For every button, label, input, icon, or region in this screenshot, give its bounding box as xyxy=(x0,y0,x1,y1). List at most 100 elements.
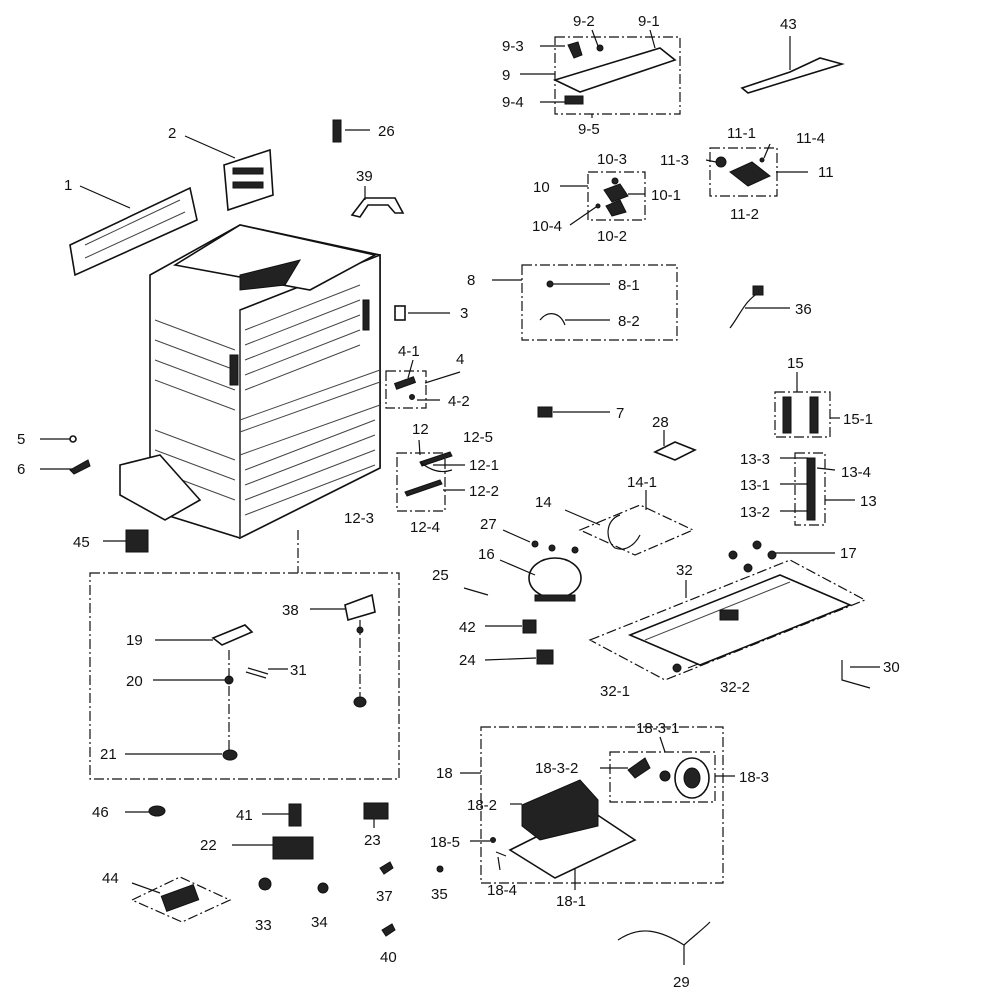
label-1: 1 xyxy=(64,177,72,194)
part-15-1 xyxy=(782,396,792,434)
label-4-1: 4-1 xyxy=(398,343,420,360)
label-18: 18 xyxy=(436,765,453,782)
label-15-1: 15-1 xyxy=(843,411,873,428)
label-25: 25 xyxy=(432,567,449,584)
label-19: 19 xyxy=(126,632,143,649)
label-9-5: 9-5 xyxy=(578,121,600,138)
part-34 xyxy=(317,882,329,894)
label-10-2: 10-2 xyxy=(597,228,627,245)
part-25 xyxy=(463,587,489,596)
label-38: 38 xyxy=(282,602,299,619)
part-4-2 xyxy=(409,394,415,400)
part-18 xyxy=(490,757,710,879)
label-4-2: 4-2 xyxy=(448,393,470,410)
label-11: 11 xyxy=(818,164,834,181)
label-28: 28 xyxy=(652,414,669,431)
label-10: 10 xyxy=(533,179,550,196)
label-13: 13 xyxy=(860,493,877,510)
label-37: 37 xyxy=(376,888,393,905)
label-29: 29 xyxy=(673,974,690,991)
part-30 xyxy=(841,660,871,689)
part-23 xyxy=(363,802,389,820)
part-10-3 xyxy=(611,177,619,185)
part-21 xyxy=(222,749,238,761)
panel-part-1 xyxy=(69,186,198,277)
part-35 xyxy=(436,865,444,873)
label-14: 14 xyxy=(535,494,552,511)
label-11-2: 11-2 xyxy=(730,206,759,223)
label-9-4: 9-4 xyxy=(502,94,524,111)
label-31: 31 xyxy=(290,662,307,679)
part-46 xyxy=(148,805,166,817)
part-18-5 xyxy=(490,837,496,843)
part-11-4 xyxy=(759,157,765,163)
label-14-1: 14-1 xyxy=(627,474,657,491)
label-17: 17 xyxy=(840,545,857,562)
label-20: 20 xyxy=(126,673,143,690)
part-9-3 xyxy=(567,41,583,59)
refrigerator-cabinet xyxy=(119,224,381,540)
label-3: 3 xyxy=(460,305,468,322)
label-12-5: 12-5 xyxy=(463,429,493,446)
part-18-4 xyxy=(495,851,507,857)
label-13-4: 13-4 xyxy=(841,464,871,481)
label-36: 36 xyxy=(795,301,812,318)
label-9: 9 xyxy=(502,67,510,84)
part-10-1 xyxy=(603,183,629,203)
label-10-4: 10-4 xyxy=(532,218,562,235)
part-26 xyxy=(332,119,342,143)
label-6: 6 xyxy=(17,461,25,478)
label-32: 32 xyxy=(676,562,693,579)
label-18-3: 18-3 xyxy=(739,769,769,786)
part-17 xyxy=(767,550,777,560)
part-41 xyxy=(288,803,302,827)
label-10-1: 10-1 xyxy=(651,187,681,204)
label-12-4: 12-4 xyxy=(410,519,440,536)
part-32-2 xyxy=(687,663,699,669)
part-29 xyxy=(617,921,711,946)
part-31 xyxy=(247,667,269,675)
label-32-1: 32-1 xyxy=(600,683,630,700)
part-18-2 xyxy=(521,779,599,841)
label-24: 24 xyxy=(459,652,476,669)
part-28 xyxy=(653,441,697,461)
label-21: 21 xyxy=(100,746,117,763)
label-16: 16 xyxy=(478,546,495,563)
part-33 xyxy=(258,877,272,891)
part-13 xyxy=(806,457,816,521)
part-9-4 xyxy=(564,95,584,105)
label-33: 33 xyxy=(255,917,272,934)
part-9 xyxy=(552,47,677,93)
part-8-2 xyxy=(539,313,566,326)
label-43: 43 xyxy=(780,16,797,33)
label-46: 46 xyxy=(92,804,109,821)
label-13-3: 13-3 xyxy=(740,451,770,468)
label-12-2: 12-2 xyxy=(469,483,499,500)
label-9-2: 9-2 xyxy=(573,13,595,30)
bracket-part-39 xyxy=(350,197,405,218)
part-27 xyxy=(531,540,539,548)
part-12-1 xyxy=(419,461,453,473)
label-18-3-2: 18-3-2 xyxy=(535,760,578,777)
label-22: 22 xyxy=(200,837,217,854)
part-12-5 xyxy=(419,451,453,467)
label-18-3-1: 18-3-1 xyxy=(636,720,679,737)
part-11-3 xyxy=(715,156,727,168)
label-18-5: 18-5 xyxy=(430,834,460,851)
part-18-3-1 xyxy=(659,770,671,782)
part-44 xyxy=(160,884,200,912)
label-44: 44 xyxy=(102,870,119,887)
label-30: 30 xyxy=(883,659,900,676)
part-37 xyxy=(379,861,394,875)
label-8-2: 8-2 xyxy=(618,313,640,330)
label-13-1: 13-1 xyxy=(740,477,770,494)
group-boxes xyxy=(89,36,867,923)
bracket-part-19 xyxy=(211,624,254,646)
label-8-1: 8-1 xyxy=(618,277,640,294)
part-43 xyxy=(740,57,845,94)
label-27: 27 xyxy=(480,516,497,533)
part-4-1 xyxy=(393,376,417,390)
label-40: 40 xyxy=(380,949,397,966)
label-8: 8 xyxy=(467,272,475,289)
label-42: 42 xyxy=(459,619,476,636)
